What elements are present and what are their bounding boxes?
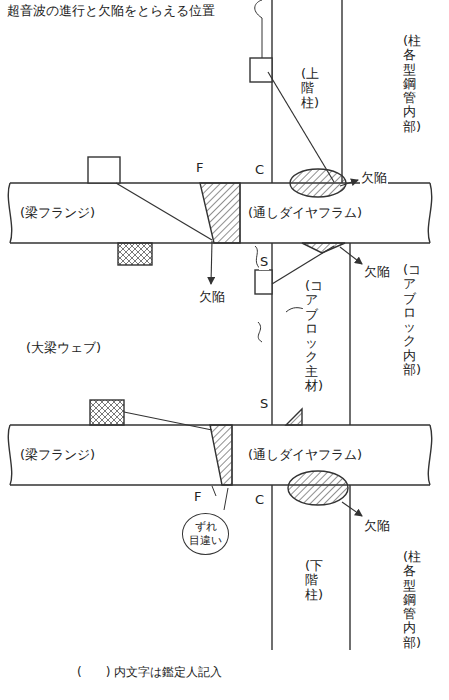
region-note: (柱各型鋼管内部) <box>402 550 417 650</box>
node-text: (下階柱) <box>305 559 318 602</box>
caption-text: ( ) 内文字は鑑定人記入 <box>77 665 222 679</box>
region-note: (柱各型鋼管内部) <box>402 34 417 134</box>
region-note: (コアブロック内部) <box>402 263 417 377</box>
node-text: (梁フランジ) <box>20 205 95 221</box>
node-text: (梁フランジ) <box>20 447 95 463</box>
defect-label: 欠陥 <box>360 170 388 186</box>
region-note: (コアブロック内部) <box>403 263 416 377</box>
weld-letter: F <box>194 489 201 505</box>
weld-letter: F <box>195 160 204 176</box>
title: 超音波の進行と欠陥をとらえる位置 <box>6 3 216 19</box>
flange-label: (梁フランジ) <box>18 204 97 222</box>
defect-label: 欠陥 <box>361 170 387 186</box>
weld-letter: F <box>196 160 203 176</box>
region-note: (柱各型鋼管内部) <box>403 550 416 650</box>
web-label: (大梁ウェブ) <box>24 339 103 357</box>
defect-label: 欠陥 <box>199 289 225 305</box>
diaphragm-label: (通しダイヤフラム) <box>246 204 364 222</box>
node-text: (上階柱) <box>301 67 314 110</box>
diaphragm-label: (通しダイヤフラム) <box>246 446 364 464</box>
weld-letter: C <box>254 492 265 508</box>
node-text: (通しダイヤフラム) <box>248 447 362 463</box>
column-label: (下階柱) <box>303 558 320 603</box>
misalignment-circle: ずれ 目違い <box>182 513 229 555</box>
node-text: ずれ 目違い <box>188 520 223 548</box>
weld-letter: S <box>260 396 268 412</box>
weld-letter: C <box>254 162 265 178</box>
column-label: (上階柱) <box>299 66 316 111</box>
caption: ( ) 内文字は鑑定人記入 <box>76 665 223 679</box>
defect-label: 欠陥 <box>364 518 390 534</box>
defect-label: 欠陥 <box>198 289 226 305</box>
node-text: (大梁ウェブ) <box>26 340 101 356</box>
flange-label: (梁フランジ) <box>18 446 97 464</box>
node-text: (コアブロック主材) <box>305 279 318 393</box>
weld-letter: C <box>255 162 264 178</box>
weld-letter: S <box>259 254 269 270</box>
weld-letter: F <box>193 489 202 505</box>
defect-label: 欠陥 <box>363 518 391 534</box>
defect-label: 欠陥 <box>363 264 391 280</box>
node-text: (通しダイヤフラム) <box>248 205 362 221</box>
weld-letter: C <box>255 492 264 508</box>
core-block-label: (コアブロック主材) <box>303 278 320 394</box>
region-note: (柱各型鋼管内部) <box>403 34 416 134</box>
title-text: 超音波の進行と欠陥をとらえる位置 <box>7 3 215 19</box>
weld-letter: S <box>259 396 269 412</box>
weld-letter: S <box>260 254 268 270</box>
defect-label: 欠陥 <box>364 264 390 280</box>
